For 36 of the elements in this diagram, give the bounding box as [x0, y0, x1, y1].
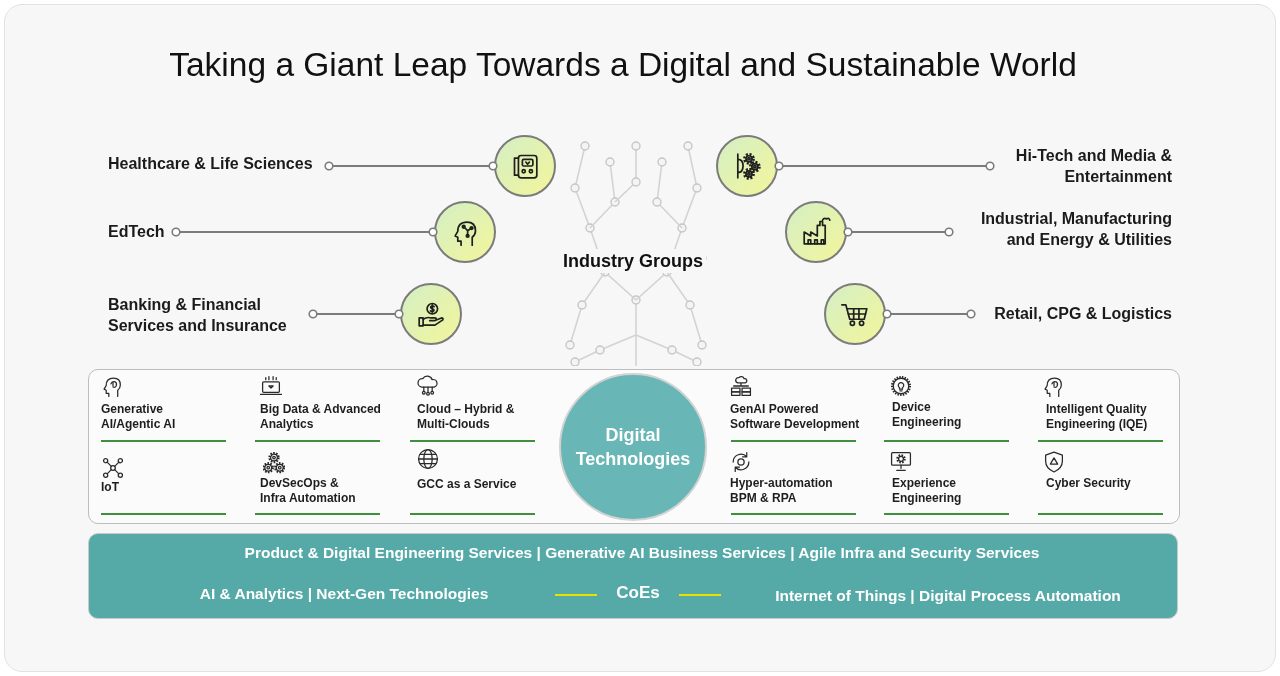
- technology-name: Generative AI/Agentic AI: [101, 402, 177, 432]
- connector-line: [324, 161, 498, 171]
- band-heading: CoEs: [616, 583, 660, 603]
- connector-line: [171, 227, 438, 237]
- industry-name: Retail, CPG & Logistics: [971, 303, 1172, 324]
- technology-name: Hyper-automation BPM & RPA: [730, 476, 834, 506]
- technology-name: Cloud – Hybrid & Multi-Clouds: [417, 402, 516, 432]
- connector-line: [308, 309, 404, 319]
- technology-name: Cyber Security: [1046, 476, 1132, 491]
- industry-name: Hi-Tech and Media & Entertainment: [990, 145, 1172, 187]
- technology-name: GenAI Powered Software Development: [730, 402, 861, 432]
- connector-line: [843, 227, 954, 237]
- technology-name: DevSecOps & Infra Automation: [260, 476, 357, 506]
- industry-name: Banking & Financial Services and Insurance: [108, 294, 313, 336]
- technology-name: Big Data & Advanced Analytics: [260, 402, 382, 432]
- title: Taking a Giant Leap Towards a Digital and Sustainable World: [169, 45, 1077, 85]
- gears-icon: [715, 134, 779, 198]
- service-list: AI & Analytics | Next-Gen Technologies: [199, 584, 489, 604]
- technology-name: Intelligent Quality Engineering (IQE): [1046, 402, 1149, 432]
- technology-name: Device Engineering: [892, 400, 963, 430]
- technology-name: IoT: [101, 480, 120, 495]
- industry-name: EdTech: [108, 221, 176, 242]
- service-list: Internet of Things | Digital Process Automation: [775, 586, 1121, 606]
- shopping-cart-icon: [823, 282, 887, 346]
- connector-line: [882, 309, 976, 319]
- medical-monitor-icon: [493, 134, 557, 198]
- industry-name: Healthcare & Life Sciences: [108, 153, 329, 174]
- technology-name: Experience Engineering: [892, 476, 963, 506]
- factory-icon: [784, 200, 848, 264]
- technology-name: GCC as a Service: [417, 477, 518, 492]
- coe-band: [88, 533, 1178, 619]
- connector-line: [774, 161, 995, 171]
- head-circuit-icon: [433, 200, 497, 264]
- hand-coin-icon: [399, 282, 463, 346]
- industry-name: Industrial, Manufacturing and Energy & Utilities: [949, 208, 1172, 250]
- service-list: Product & Digital Engineering Services | Generative AI Business Services | Agile Infra and Security Services: [244, 543, 1040, 563]
